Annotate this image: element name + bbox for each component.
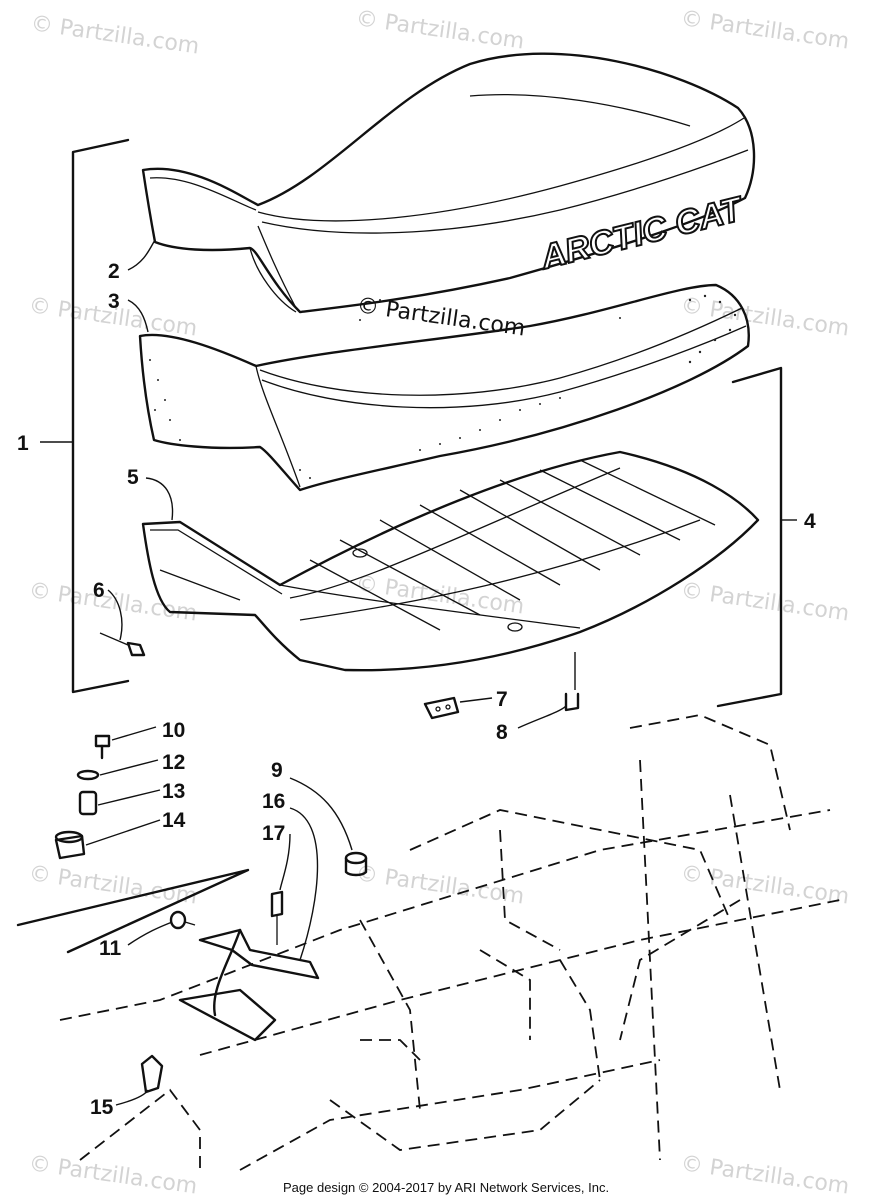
watermark: © Partzilla.com xyxy=(679,578,851,626)
callout-14: 14 xyxy=(162,809,186,832)
callout-17: 17 xyxy=(262,822,285,845)
watermark: © Partzilla.com xyxy=(679,293,851,341)
leader-lines xyxy=(40,239,797,1106)
callout-12: 12 xyxy=(162,751,185,774)
callout-9: 9 xyxy=(271,759,283,782)
grommet-part-9 xyxy=(344,851,368,877)
callout-7: 7 xyxy=(496,688,508,711)
watermark: © Partzilla.com xyxy=(27,1151,199,1199)
watermark: © Partzilla.com xyxy=(679,6,851,54)
watermark: © Partzilla.com xyxy=(354,861,526,909)
seat-cover: ARCTIC CAT xyxy=(141,52,756,314)
watermark: © Partzilla.com xyxy=(679,1151,851,1199)
seat-foam xyxy=(138,283,750,492)
callout-1: 1 xyxy=(17,432,29,455)
watermark: © Partzilla.com xyxy=(27,578,199,626)
callout-16: 16 xyxy=(262,790,285,813)
watermark: © Partzilla.com xyxy=(679,861,851,909)
callout-15: 15 xyxy=(90,1096,114,1119)
watermarks: © Partzilla.com © Partzilla.com © Partzi… xyxy=(27,6,851,1199)
callout-10: 10 xyxy=(162,719,185,742)
watermark: © Partzilla.com xyxy=(29,11,201,59)
foam-texture xyxy=(149,294,737,479)
latch-assembly xyxy=(16,868,320,1042)
callout-5: 5 xyxy=(127,466,139,489)
callout-3: 3 xyxy=(108,290,120,313)
plate-part-7 xyxy=(423,696,460,720)
clip-part-8 xyxy=(564,652,580,712)
watermark: © Partzilla.com xyxy=(354,6,526,54)
page-credit: Page design © 2004-2017 by ARI Network S… xyxy=(283,1180,609,1195)
arctic-cat-logo: ARCTIC CAT xyxy=(535,188,749,278)
washer-part-12 xyxy=(76,769,100,781)
seat-base xyxy=(141,450,760,672)
bolt-part-10 xyxy=(94,734,111,760)
bracket-assembly-1 xyxy=(71,138,130,694)
bracket-assembly-4 xyxy=(716,366,783,708)
callout-13: 13 xyxy=(162,780,185,803)
spacer-part-13 xyxy=(78,790,98,816)
callout-4: 4 xyxy=(804,510,816,533)
callout-2: 2 xyxy=(108,260,120,283)
callout-11: 11 xyxy=(99,937,122,960)
seat-brand-text: ARCTIC CAT xyxy=(536,189,748,277)
rivet-part-6 xyxy=(99,632,146,657)
callout-6: 6 xyxy=(93,579,105,602)
bumper-part-15 xyxy=(140,1054,164,1094)
grommet-part-14 xyxy=(54,830,86,860)
callout-labels: 1 2 3 4 5 6 7 8 9 10 11 12 13 14 15 16 1… xyxy=(17,260,816,1119)
callout-8: 8 xyxy=(496,721,508,744)
vehicle-frame xyxy=(59,714,841,1171)
